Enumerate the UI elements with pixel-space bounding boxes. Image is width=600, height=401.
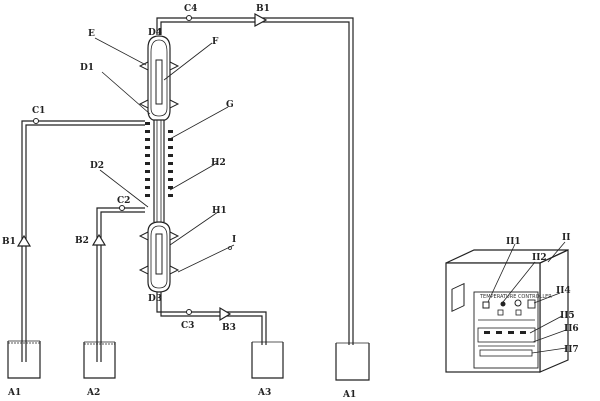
- pump-b1-top: [254, 12, 268, 28]
- label-ii: II: [562, 233, 570, 243]
- label-ii6: II6: [564, 324, 579, 334]
- pump-b3: [219, 306, 232, 322]
- label-h2: H2: [211, 158, 226, 168]
- pipe-c3-line: [156, 292, 267, 345]
- panel-header-text: TEMPERATURE CONTROLLER: [479, 294, 552, 300]
- container-a2: [83, 341, 116, 379]
- knob-ii2: [514, 299, 522, 307]
- valve-c2: [119, 205, 125, 211]
- pipe-c1-line-inner: [25, 124, 145, 362]
- label-c2: C2: [117, 196, 130, 206]
- pipe-c2-line: [96, 207, 145, 362]
- pump-b1-left: [16, 234, 32, 247]
- container-a1-right: [335, 342, 370, 381]
- container-a1-left: [7, 340, 41, 379]
- display-ii1: [482, 301, 490, 309]
- label-c3: C3: [181, 321, 194, 331]
- label-h1: H1: [212, 206, 227, 216]
- knob-1: [500, 301, 506, 307]
- pipe-c3-line-inner: [160, 292, 263, 345]
- heating-coil-right: [168, 130, 173, 197]
- label-a1-right: A1: [342, 390, 356, 400]
- label-ii1: II1: [506, 237, 521, 247]
- label-c1: C1: [32, 106, 45, 116]
- switch-ii4: [527, 299, 536, 309]
- label-ii5: II5: [560, 311, 575, 321]
- label-d3: D3: [148, 294, 162, 304]
- label-ii4: II4: [556, 286, 571, 296]
- label-c4: C4: [184, 4, 197, 14]
- pipe-c4-line: [156, 17, 354, 345]
- label-d1: D1: [80, 63, 94, 73]
- label-d2: D2: [90, 161, 104, 171]
- label-b1-left: B1: [2, 237, 16, 247]
- label-d4: D4: [148, 28, 162, 38]
- pipe-c2-line-inner: [100, 211, 145, 362]
- label-ii7: II7: [564, 345, 579, 355]
- label-a3: A3: [257, 388, 271, 398]
- leader-lines: [94, 37, 235, 273]
- valve-c3: [186, 309, 192, 315]
- label-a1-left: A1: [7, 388, 21, 398]
- label-b1-top: B1: [256, 4, 270, 14]
- pump-b2: [91, 233, 107, 246]
- container-a3: [251, 341, 284, 379]
- label-e: E: [88, 29, 95, 39]
- strip-ii7: [479, 349, 533, 357]
- label-ii2: II2: [532, 253, 547, 263]
- heating-coil-left: [145, 122, 150, 197]
- label-a2: A2: [86, 388, 100, 398]
- valve-c4: [186, 15, 192, 21]
- label-b3: B3: [222, 323, 236, 333]
- label-i: I: [232, 235, 236, 245]
- control-leader-lines: [487, 241, 567, 354]
- label-g: G: [226, 100, 234, 110]
- label-f: F: [212, 37, 219, 47]
- label-b2: B2: [75, 236, 89, 246]
- pipe-c4-line-inner: [160, 21, 350, 345]
- pipe-c1-line: [21, 120, 145, 362]
- valve-c1: [33, 118, 39, 124]
- control-unit: TEMPERATURE CONTROLLER: [445, 249, 569, 373]
- reaction-column: [138, 35, 180, 293]
